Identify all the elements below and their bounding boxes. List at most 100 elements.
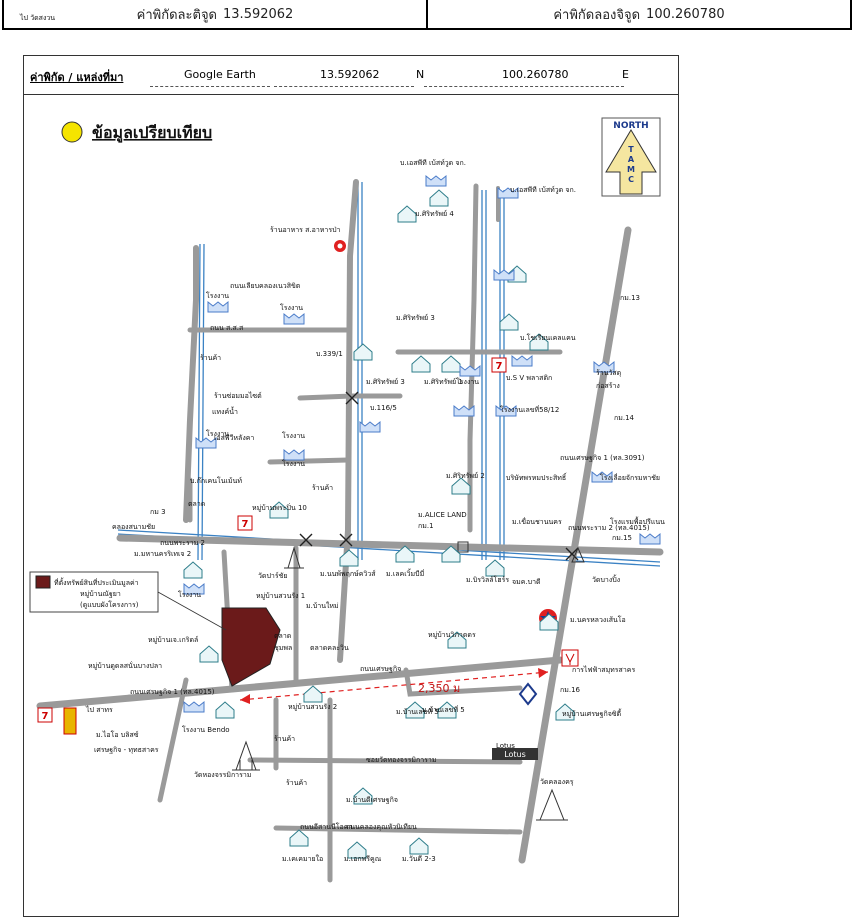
factory-icon xyxy=(425,174,447,187)
factory-icon xyxy=(195,436,217,449)
map-label: โรงงาน Bendo xyxy=(182,725,230,734)
map-label: วัดคลองครุ xyxy=(540,778,574,786)
map-label: ม.ALICE LAND xyxy=(418,511,467,519)
latitude-label: ค่าพิกัดละติจูด xyxy=(136,7,218,23)
map-label: ม.บ้านเลขที่ 5 xyxy=(396,707,439,716)
map-label: ร้านค้า xyxy=(274,735,295,743)
map-label: ม.เขื่อนชานนคร xyxy=(512,517,562,526)
road xyxy=(337,179,359,663)
map-label: เอสพีวีหลังคา xyxy=(214,434,254,442)
factory-icon xyxy=(359,420,381,433)
map-label: บ.339/1 xyxy=(316,350,343,358)
map-label: ม.ศิริทรัพย์ 4 xyxy=(415,210,454,218)
road xyxy=(36,656,564,710)
map-label: ก่อสร้าง xyxy=(596,382,620,390)
house-icon xyxy=(485,559,505,577)
map-label: หมู่บ้านเศรษฐกิจซิตี้ xyxy=(562,707,622,718)
map-label: ม.บิรวิลล์โฮร์ร xyxy=(466,575,509,584)
house-icon xyxy=(347,841,367,859)
map-label: ถนนพระราม 2 xyxy=(160,539,205,547)
map-label: ถนนเลียบคลองเนวสิขิต xyxy=(230,282,301,290)
latitude-value: 13.592062 xyxy=(223,6,294,22)
seven-eleven-icon: 7 xyxy=(237,515,253,531)
map-label: โรงงานเลขที่58/12 xyxy=(500,405,559,414)
road xyxy=(403,667,523,697)
factory-icon xyxy=(511,354,533,367)
seven-eleven-icon: 7 xyxy=(37,707,53,723)
arrow-head-icon xyxy=(538,668,548,678)
map-label: วัดปาร์ชัย xyxy=(258,572,287,580)
map-label: หมู่บ้านพระปิ่น 10 xyxy=(252,503,307,512)
map-label: โรงงาน xyxy=(178,590,201,599)
house-icon xyxy=(411,355,431,373)
legend-text: หมู่บ้านณัฐยา xyxy=(80,590,121,598)
house-icon xyxy=(303,685,323,703)
map-label: โรงงาน xyxy=(206,429,229,438)
map-label: ม.เลคเวิ้มบีมี่ xyxy=(386,567,424,578)
factory-icon xyxy=(495,404,517,417)
house-icon xyxy=(437,701,457,719)
house-icon xyxy=(339,549,359,567)
house-icon xyxy=(353,343,373,361)
map-label: กม.16 xyxy=(560,686,581,694)
factory-icon xyxy=(591,470,613,483)
factory-icon xyxy=(497,186,519,199)
map-label: หมู่บ้านเจ.เกริดล์ xyxy=(148,636,198,644)
house-icon xyxy=(499,313,519,331)
source-label: ค่าพิกัด / แหล่งที่มา xyxy=(30,71,124,84)
road xyxy=(247,757,523,765)
intersection-icon xyxy=(339,533,353,547)
map-label: ร้านอาหาร ส.อาหารป่า xyxy=(270,226,341,234)
legend-box: ที่ตั้งทรัพย์สินที่ประเมินมูลค่า หมู่บ้า… xyxy=(29,571,227,631)
dash-line xyxy=(150,86,270,87)
map-label: ม.เคเคมายใอ xyxy=(282,854,323,863)
temple-icon xyxy=(284,546,304,569)
map-label: กม 3 xyxy=(150,508,166,516)
map-label: ถนนคลองคุณหัวนิเทียน xyxy=(346,823,417,831)
arrow-head-icon xyxy=(240,694,250,704)
north-letter: T xyxy=(628,145,634,154)
map-label: การไฟฟ้าสมุทรสาคร xyxy=(572,665,635,674)
road xyxy=(116,534,664,556)
house-icon xyxy=(183,561,203,579)
house-icon xyxy=(199,645,219,663)
map-label: Lotus xyxy=(496,742,515,750)
intersection-icon xyxy=(345,391,359,405)
road xyxy=(273,825,523,835)
lotus-icon: Lotus xyxy=(492,748,538,760)
house-icon xyxy=(441,355,461,373)
map-label: หมู่บ้านดูดลสนั่นบางปลา xyxy=(88,661,162,670)
map-label: ม.มหานครริเทเจ 2 xyxy=(134,550,191,558)
map-label: โรงงาน xyxy=(456,377,479,386)
factory-icon xyxy=(639,532,661,545)
distance-label: 2,350 ม xyxy=(418,682,460,695)
mall-icon xyxy=(63,707,77,735)
svg-text:7: 7 xyxy=(496,361,503,372)
map-label: บ.เอสพีที เบ้สท์วูด จก. xyxy=(510,186,576,194)
seven-eleven-icon: 7 xyxy=(491,357,507,373)
road xyxy=(267,457,351,465)
north-arrow-shape xyxy=(605,129,657,195)
map-label: โรงงาน xyxy=(282,431,305,440)
svg-text:7: 7 xyxy=(242,519,249,530)
distance-line xyxy=(239,671,549,701)
map-label: ร้านค้า xyxy=(286,779,307,787)
map-label: กม.14 xyxy=(614,414,635,422)
map-label: โรงงาน xyxy=(282,459,305,468)
map-label: จมค.บาดี xyxy=(512,578,541,586)
longitude-label: ค่าพิกัดลองจิจูด xyxy=(553,7,641,23)
map-label: ม.ศิริทรัพย์ 3 xyxy=(366,378,405,386)
map-label: บ.S V พลาสติก xyxy=(506,374,552,382)
intersection-icon xyxy=(299,533,313,547)
factory-icon xyxy=(183,700,205,713)
canal xyxy=(197,243,205,561)
electricity-icon xyxy=(561,649,579,667)
road xyxy=(183,245,199,523)
map-label: ร้านค้า xyxy=(200,354,221,362)
map-label: ชุมพล xyxy=(274,644,292,652)
map-label: ม.ศิริทรัพย์ 2 xyxy=(446,472,485,480)
temple-icon xyxy=(571,546,585,563)
header-latitude: 13.592062 xyxy=(320,68,380,81)
map-label: ซอยวัดทองจรรมิการาม xyxy=(366,756,436,764)
map-label: ตลาด xyxy=(188,500,205,508)
